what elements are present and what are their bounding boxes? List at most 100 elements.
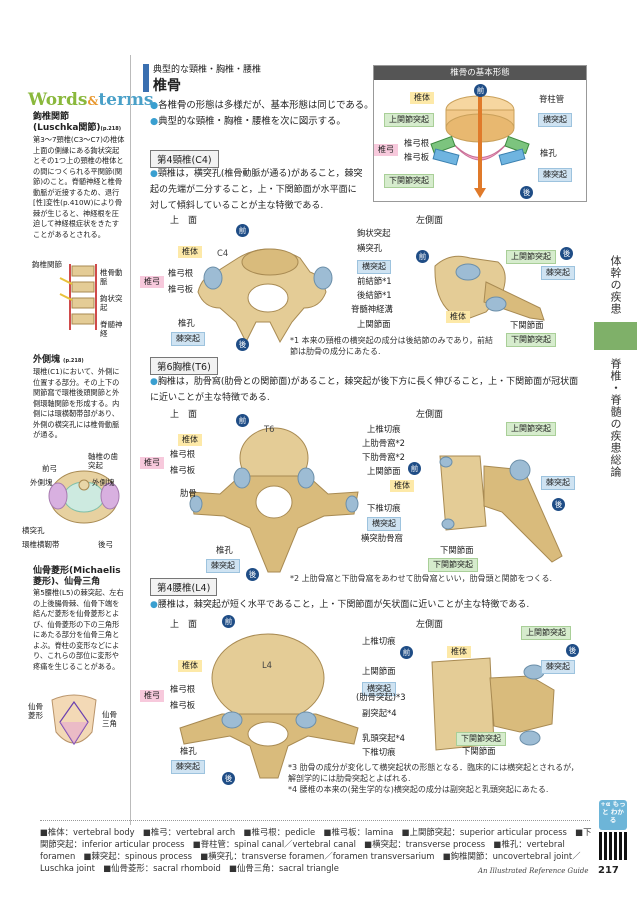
t6-side-back: 後 bbox=[552, 498, 565, 511]
t6-tag-sup-proc: 上関節突起 bbox=[506, 422, 556, 436]
fig-label: 鉤状突起 bbox=[100, 294, 123, 312]
label-pedicle: 椎弓根 bbox=[404, 138, 430, 148]
l4-header: 第4腰椎(L4) bbox=[150, 578, 218, 596]
c4-tag-sup-proc: 上関節突起 bbox=[506, 250, 556, 264]
c4-top-title: 上 面 bbox=[170, 216, 198, 226]
c4-trans-foramen: 横突孔 bbox=[357, 243, 383, 253]
l4-inf-notch: 下椎切痕 bbox=[362, 747, 396, 757]
term-sacral: 仙骨菱形(Michaelis菱形)、仙骨三角 第5腰椎(L5)の棘突起、左右の上… bbox=[33, 566, 125, 672]
tag-body: 椎体 bbox=[410, 92, 434, 104]
t6-tag-body: 椎体 bbox=[178, 434, 202, 446]
term-title: 鉤椎関節 bbox=[33, 112, 70, 122]
t6-trans-costal: 横突肋骨窩 bbox=[361, 533, 403, 543]
fig-label: 横突孔 bbox=[22, 526, 45, 535]
words-terms-logo: Words&terms bbox=[28, 90, 154, 110]
section-tab-label: 脊椎・脊髄の疾患総論 bbox=[609, 358, 622, 478]
front-marker: 前 bbox=[474, 84, 487, 97]
c4-front-marker: 前 bbox=[236, 224, 249, 237]
l4-accessory: 副突起*4 bbox=[362, 708, 397, 718]
c4-tag-body: 椎体 bbox=[178, 246, 202, 258]
tag-sup-proc: 上関節突起 bbox=[384, 113, 434, 127]
c4-ant-tub: 前結節*1 bbox=[357, 276, 392, 286]
t6-sup-facet: 上関節面 bbox=[367, 466, 401, 476]
c4-groove: 脊髄神経溝 bbox=[351, 304, 393, 314]
atlas-figure: 軸椎の歯突起 前弓 外側塊 外側塊 横突孔 環椎横靭帯 後弓 bbox=[22, 452, 127, 552]
l4-tag-body: 椎体 bbox=[178, 660, 202, 672]
c4-vert-label: C4 bbox=[217, 248, 229, 258]
section-accent-bar bbox=[143, 64, 149, 92]
fig-label: 環椎横靭帯 bbox=[22, 540, 60, 549]
plus-alpha-badge: +α もっと わかる bbox=[599, 800, 627, 830]
l4-inf-facet: 下関節面 bbox=[462, 746, 496, 756]
back-marker: 後 bbox=[520, 186, 533, 199]
l4-vert-label: L4 bbox=[262, 660, 272, 670]
l4-text: ●腰椎は，棘突起が短く水平であること，上・下関節面が矢状面に近いことが主な特徴で… bbox=[150, 600, 530, 610]
term-title: 仙骨菱形(Michaelis菱形)、仙骨三角 bbox=[33, 566, 121, 587]
t6-pedicle: 椎弓根 bbox=[170, 449, 196, 459]
fig-label: 後弓 bbox=[98, 540, 113, 549]
tag-trans: 横突起 bbox=[538, 113, 572, 127]
luschka-figure: 鉤椎関節 椎骨動脈 鉤状突起 脊髄神経 bbox=[30, 260, 125, 345]
term-body: 第3～7頸椎(C3～C7)の椎体上面の側縁にある鉤状突起とその1つ上の頸椎の椎体… bbox=[33, 135, 125, 239]
basic-form-title: 椎骨の基本形態 bbox=[374, 66, 586, 80]
sacrum-figure: 仙骨菱形 仙骨三角 bbox=[22, 692, 127, 762]
tag-arch: 椎弓 bbox=[374, 144, 398, 156]
l4-lamina: 椎弓板 bbox=[170, 700, 196, 710]
t6-inf-costal: 下肋骨窩*2 bbox=[362, 452, 406, 462]
t6-front-marker: 前 bbox=[236, 414, 249, 427]
c4-pedicle: 椎弓根 bbox=[168, 268, 194, 278]
chapter-label: 体幹の疾患 bbox=[609, 255, 622, 315]
t6-tag-inf-proc: 下関節突起 bbox=[428, 558, 478, 572]
l4-tag-side-spinous: 棘突起 bbox=[541, 660, 575, 674]
term-luschka: 鉤椎関節 (Luschka関節)(p.218) 第3～7頸椎(C3～C7)の椎体… bbox=[33, 112, 125, 240]
l4-mammillary: 乳頭突起*4 bbox=[362, 733, 406, 743]
c4-header: 第4頸椎(C4) bbox=[150, 150, 219, 168]
t6-tag-spinous: 棘突起 bbox=[206, 559, 240, 573]
c4-tag-arch: 椎弓 bbox=[140, 276, 164, 288]
tag-spinous: 棘突起 bbox=[538, 168, 572, 182]
l4-tag-spinous: 棘突起 bbox=[171, 760, 205, 774]
basic-form-box: 椎骨の基本形態 前 後 椎体 脊柱管 上関節突起 横突起 椎弓 椎弓根 椎弓板 … bbox=[373, 65, 587, 202]
t6-lamina: 椎弓板 bbox=[170, 465, 196, 475]
c4-tag-spinous: 棘突起 bbox=[171, 332, 205, 346]
label-foramen: 椎孔 bbox=[540, 148, 557, 158]
l4-note-3: *3 肋骨の成分が変化して横突起状の形態となる．臨床的には横突起とされるが，解剖… bbox=[288, 763, 579, 783]
l4-side-front: 前 bbox=[400, 646, 413, 659]
t6-back-marker: 後 bbox=[246, 568, 259, 581]
fig-label: 外側塊 bbox=[92, 478, 115, 487]
c4-side-front: 前 bbox=[416, 250, 429, 263]
fig-label: 椎骨動脈 bbox=[100, 268, 123, 286]
tag-inf-proc: 下関節突起 bbox=[384, 174, 434, 188]
t6-vert-label: T6 bbox=[264, 424, 275, 434]
section-title: 椎骨 bbox=[153, 78, 181, 94]
l4-side-title: 左側面 bbox=[416, 620, 444, 630]
c4-text: ●頸椎は，横突孔(椎骨動脈が通る)があること，棘突起の先端が二分すること，上・下… bbox=[150, 169, 363, 211]
term-title: 外側塊 (p.218) bbox=[33, 355, 84, 365]
t6-header: 第6胸椎(T6) bbox=[150, 357, 218, 375]
page-number: 217 bbox=[598, 865, 619, 876]
glossary: ■椎体：vertebral body ■椎弓：vertebral arch ■椎… bbox=[40, 827, 592, 873]
term-lateral-mass: 外側塊 (p.218) 環椎(C1)において、外側に位置する部分。その上下の関節… bbox=[33, 355, 125, 441]
t6-tag-arch: 椎弓 bbox=[140, 457, 164, 469]
t6-text: ●胸椎は，肋骨窩(肋骨との関節面)があること，棘突起が後下方に長く伸びること，上… bbox=[150, 377, 579, 403]
l4-costal-proc: (肋骨突起)*3 bbox=[356, 692, 406, 702]
l4-tag-trans: 横突起 bbox=[362, 682, 396, 696]
fig-label: 鉤椎関節 bbox=[32, 260, 62, 269]
t6-top-title: 上 面 bbox=[170, 410, 198, 420]
c4-tag-trans: 横突起 bbox=[357, 260, 391, 274]
term-body: 環椎(C1)において、外側に位置する部分。その上下の関節窩で環椎後頭関節と外側環… bbox=[33, 367, 120, 439]
fig-label: 脊髄神経 bbox=[100, 320, 123, 338]
qr-code-icon[interactable] bbox=[599, 832, 627, 860]
c4-inf-facet: 下関節面 bbox=[510, 320, 544, 330]
l4-sup-notch: 上椎切痕 bbox=[362, 636, 396, 646]
c4-illustration bbox=[197, 248, 545, 344]
label-lamina: 椎弓板 bbox=[404, 152, 430, 162]
l4-tag-inf-proc: 下関節突起 bbox=[456, 732, 506, 746]
c4-post-tub: 後結節*1 bbox=[357, 290, 392, 300]
t6-tag-side-body: 椎体 bbox=[390, 480, 414, 492]
t6-tag-side-spinous: 棘突起 bbox=[541, 476, 575, 490]
glossary-divider bbox=[40, 820, 590, 821]
section-kicker: 典型的な頸椎・胸椎・腰椎 bbox=[153, 65, 262, 75]
c4-foramen: 椎孔 bbox=[178, 318, 195, 328]
term-subtitle: (Luschka関節)(p.218) bbox=[33, 123, 122, 133]
